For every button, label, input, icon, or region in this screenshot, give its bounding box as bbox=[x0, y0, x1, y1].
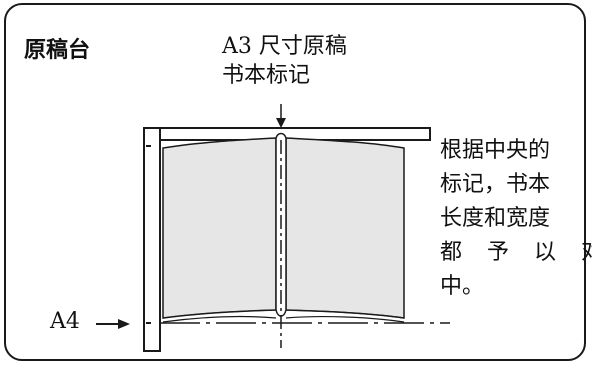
note-line-2: 标记，书本 bbox=[440, 172, 551, 197]
center-mark-arrow-icon bbox=[276, 118, 286, 128]
note-line-4: 都 予 以 对 bbox=[440, 240, 592, 265]
book-right-page bbox=[285, 137, 405, 319]
alignment-note: 根据中央的 标记，书本 长度和宽度 都 予 以 对 中。 bbox=[440, 134, 592, 304]
a4-arrow-icon bbox=[118, 319, 130, 329]
note-line-1: 根据中央的 bbox=[440, 138, 551, 163]
callout-line-2: 书本标记 bbox=[222, 63, 311, 88]
book-left-page bbox=[162, 137, 277, 319]
book-mark-callout: A3 尺寸原稿 书本标记 bbox=[222, 32, 347, 90]
a4-edge-label: A4 bbox=[50, 309, 80, 334]
left-scale-plate bbox=[143, 127, 161, 352]
callout-line-1: A3 尺寸原稿 bbox=[222, 34, 347, 59]
note-line-5: 中。 bbox=[440, 274, 485, 299]
panel-frame bbox=[4, 3, 586, 361]
note-line-3: 长度和宽度 bbox=[440, 206, 551, 231]
book-bottom-edge bbox=[162, 309, 405, 323]
panel-title: 原稿台 bbox=[24, 38, 91, 63]
